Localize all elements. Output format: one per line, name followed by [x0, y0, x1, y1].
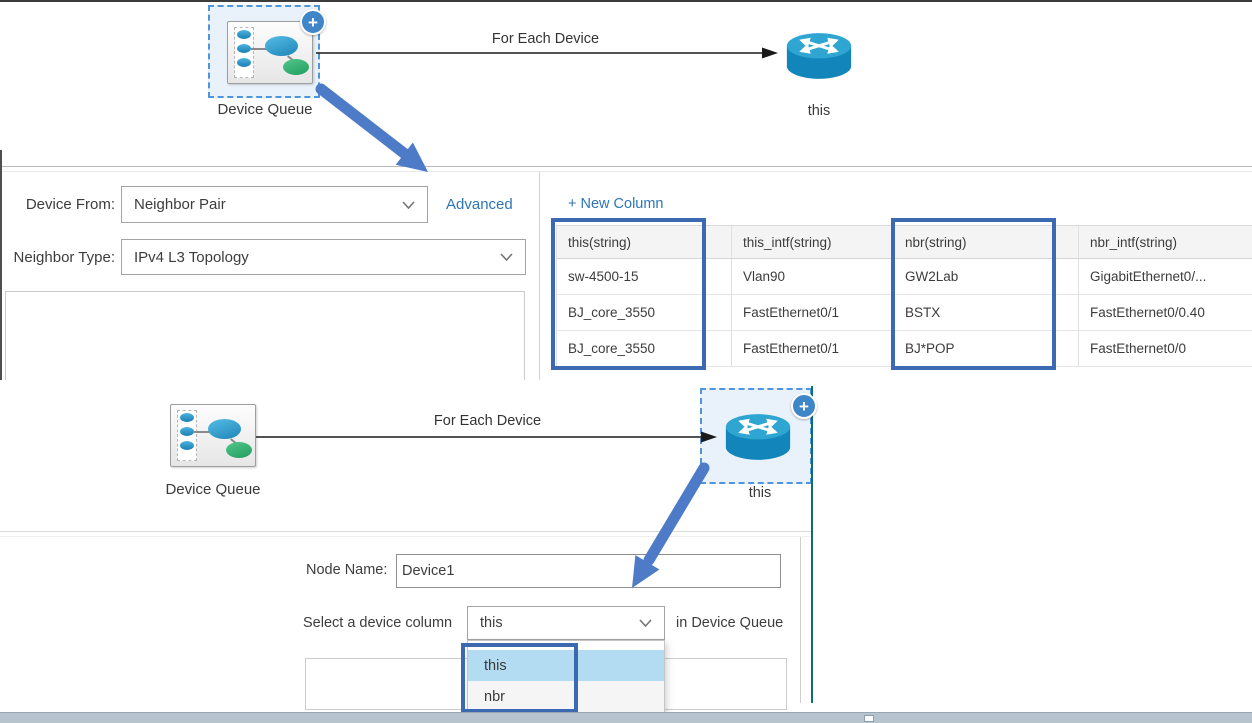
- plus-icon: +: [799, 396, 809, 416]
- add-node-button[interactable]: +: [791, 393, 817, 419]
- connector-line: [194, 431, 214, 433]
- section-divider: [0, 166, 1252, 167]
- device-queue-node[interactable]: [170, 404, 256, 467]
- add-node-button[interactable]: +: [300, 9, 326, 35]
- table-cell[interactable]: FastEthernet0/1: [732, 331, 894, 367]
- node-name-label: Node Name:: [306, 562, 388, 578]
- router-node-label: this: [748, 485, 772, 501]
- new-column-link[interactable]: + New Column: [568, 196, 664, 212]
- section-divider-inner: [0, 171, 1252, 172]
- column-header[interactable]: this_intf(string): [732, 226, 894, 259]
- queue-item-icon: [237, 58, 251, 67]
- table-cell[interactable]: GigabitEthernet0/...: [1079, 259, 1252, 295]
- flow-arrow: [316, 47, 778, 59]
- option-this[interactable]: this: [468, 650, 664, 681]
- select-device-column-label: Select a device column: [303, 615, 453, 631]
- node-name-input-wrap: [396, 554, 781, 588]
- queue-item-icon: [180, 413, 194, 422]
- table-cell[interactable]: Vlan90: [732, 259, 894, 295]
- queue-item-icon: [180, 441, 194, 450]
- table-cell[interactable]: BJ*POP: [894, 331, 1079, 367]
- plus-icon: +: [308, 12, 318, 32]
- form-right-border: [800, 537, 801, 703]
- switch-icon: [226, 442, 252, 458]
- option-nbr[interactable]: nbr: [468, 681, 664, 712]
- router-icon: [208, 419, 241, 439]
- chevron-down-icon: [500, 253, 513, 261]
- device-queue-node[interactable]: [227, 21, 313, 84]
- table-cell[interactable]: FastEthernet0/0.40: [1079, 295, 1252, 331]
- table-cell[interactable]: sw-4500-15: [557, 259, 732, 295]
- device-column-value: this: [480, 615, 503, 631]
- queue-item-icon: [180, 427, 194, 436]
- device-column-select[interactable]: this: [467, 606, 665, 640]
- neighbor-type-label: Neighbor Type:: [13, 249, 115, 266]
- connector-line: [251, 48, 271, 50]
- table-cell[interactable]: BJ_core_3550: [557, 295, 732, 331]
- router-icon: [265, 36, 298, 56]
- device-from-label: Device From:: [25, 196, 115, 213]
- neighbor-type-value: IPv4 L3 Topology: [134, 248, 249, 266]
- form-detail-panel: [5, 291, 525, 383]
- device-queue-label: Device Queue: [165, 481, 261, 498]
- device-column-option-list: this nbr: [467, 640, 665, 713]
- annotation-arrow: [315, 83, 428, 172]
- router-node-this[interactable]: [721, 411, 795, 462]
- router-icon: [725, 414, 791, 460]
- table-cell[interactable]: FastEthernet0/1: [732, 295, 894, 331]
- horizontal-scrollbar[interactable]: [0, 712, 1252, 723]
- edge-label: For Each Device: [491, 31, 600, 47]
- neighbor-type-dropdown[interactable]: IPv4 L3 Topology: [121, 239, 526, 275]
- queue-item-icon: [237, 30, 251, 39]
- table-cell[interactable]: BJ_core_3550: [557, 331, 732, 367]
- router-node-this[interactable]: [782, 30, 856, 81]
- advanced-link[interactable]: Advanced: [446, 196, 513, 213]
- window-left-border: [0, 150, 2, 380]
- chevron-down-icon: [639, 619, 652, 627]
- scrollbar-handle[interactable]: [864, 715, 874, 722]
- in-device-queue-label: in Device Queue: [676, 615, 784, 631]
- queue-item-icon: [237, 44, 251, 53]
- teal-panel-divider: [811, 386, 813, 703]
- table-cell[interactable]: FastEthernet0/0: [1079, 331, 1252, 367]
- router-icon: [786, 33, 852, 79]
- edge-label: For Each Device: [433, 413, 542, 429]
- table-cell[interactable]: GW2Lab: [894, 259, 1079, 295]
- router-node-label: this: [807, 103, 831, 119]
- device-from-value: Neighbor Pair: [134, 196, 226, 213]
- column-header[interactable]: nbr(string): [894, 226, 1079, 259]
- column-header[interactable]: this(string): [557, 226, 732, 259]
- column-header[interactable]: nbr_intf(string): [1079, 226, 1252, 259]
- device-queue-table: this(string) this_intf(string) nbr(strin…: [556, 225, 1252, 367]
- node-name-input[interactable]: [397, 563, 780, 579]
- device-from-dropdown[interactable]: Neighbor Pair: [121, 186, 428, 223]
- table-cell[interactable]: BSTX: [894, 295, 1079, 331]
- chevron-down-icon: [402, 200, 415, 209]
- switch-icon: [283, 59, 309, 75]
- form-divider-inner: [0, 536, 812, 537]
- window-top-border: [0, 0, 1252, 2]
- form-divider: [0, 531, 812, 532]
- list-spacer: [468, 641, 664, 650]
- panel-divider: [539, 172, 540, 380]
- device-queue-label: Device Queue: [217, 101, 313, 118]
